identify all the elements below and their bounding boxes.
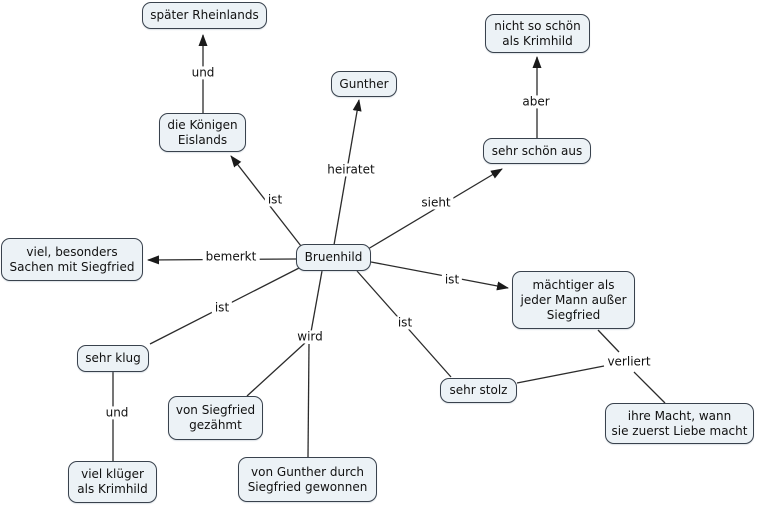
concept-koenigen-eislands[interactable]: die Königen Eislands [159, 113, 246, 152]
concept-viel-besonders[interactable]: viel, besonders Sachen mit Siegfried [1, 238, 143, 281]
link-label-wird[interactable]: wird [294, 330, 326, 344]
concept-sehr-klug[interactable]: sehr klug [77, 345, 149, 372]
concept-nicht-so-schoen[interactable]: nicht so schön als Krimhild [485, 14, 590, 53]
concept-ihre-macht[interactable]: ihre Macht, wann sie zuerst Liebe macht [605, 403, 754, 444]
edge-sehr-stolz-to-verliert [516, 365, 605, 384]
edge-wird-to-von-gunther [307, 343, 310, 458]
link-label-verliert[interactable]: verliert [604, 355, 654, 369]
concept-bruenhild[interactable]: Bruenhild [296, 244, 371, 271]
concept-von-gunther-gewonnen[interactable]: von Gunther durch Siegfried gewonnen [238, 457, 377, 502]
link-label-ist-maechtiger[interactable]: ist [441, 273, 463, 287]
edge-bruenhild-to-wird [310, 270, 323, 333]
edge-maechtiger-to-verliert [597, 329, 620, 353]
link-label-aber[interactable]: aber [519, 95, 553, 109]
edge-verliert-to-ihre-macht [633, 371, 666, 404]
link-label-ist-klug[interactable]: ist [211, 301, 233, 315]
link-label-und-1[interactable]: und [188, 66, 218, 80]
link-label-heiratet[interactable]: heiratet [324, 163, 378, 177]
concept-sehr-stolz[interactable]: sehr stolz [440, 378, 517, 403]
concept-von-siegfried-gezaehmt[interactable]: von Siegfried gezähmt [168, 396, 263, 440]
link-label-und-2[interactable]: und [102, 406, 132, 420]
concept-viel-klueger[interactable]: viel klüger als Krimhild [68, 461, 157, 503]
concept-maechtiger[interactable]: mächtiger als jeder Mann außer Siegfried [512, 271, 635, 329]
concept-spaeter-rheinlands[interactable]: später Rheinlands [142, 2, 267, 29]
link-label-ist-stolz[interactable]: ist [394, 316, 416, 330]
concept-gunther[interactable]: Gunther [331, 71, 397, 97]
link-label-bemerkt[interactable]: bemerkt [202, 250, 260, 264]
edge-wird-to-von-siegfried [246, 342, 306, 397]
link-label-ist-koenigen[interactable]: ist [264, 193, 286, 207]
concept-sehr-schoen-aus[interactable]: sehr schön aus [483, 138, 591, 164]
link-label-sieht[interactable]: sieht [418, 196, 454, 210]
edge-bruenhild-to-maechtiger [370, 261, 509, 291]
